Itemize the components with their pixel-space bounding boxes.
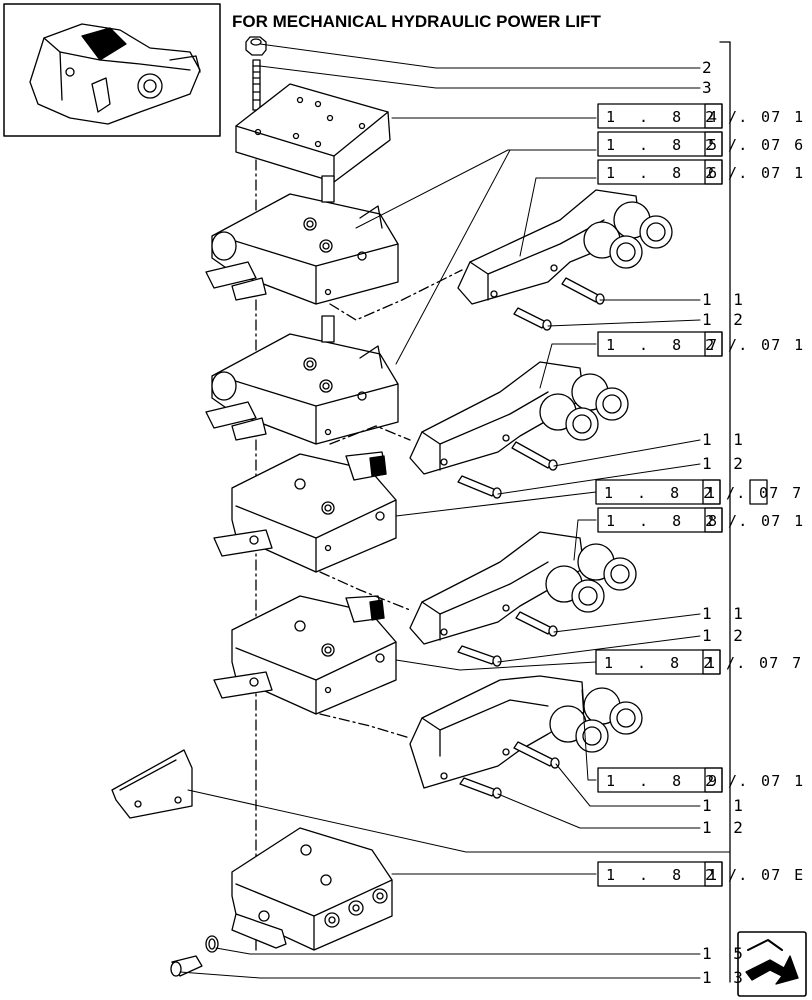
reference-suffix: / 0 1 A — [728, 108, 812, 126]
assembly-connectors — [319, 269, 463, 739]
reference-digit: 1 — [706, 654, 723, 672]
coupler-3-part — [409, 531, 637, 645]
reference-code: 1 . 8 2 . 7 — [606, 136, 788, 154]
control-valve-1-part — [205, 175, 399, 305]
reference-code: 1 . 8 2 . 7 — [606, 866, 788, 884]
coupler-1-part — [457, 189, 673, 305]
stud-part — [252, 59, 261, 111]
reference-suffix: / 0 1 C — [728, 336, 812, 354]
control-valve-2-part — [205, 315, 399, 445]
callout-label: 1 1 — [702, 604, 749, 623]
callout-label: 1 2 — [702, 454, 749, 473]
reference-code: 1 . 8 2 . 7 — [604, 654, 786, 672]
bracket-plate-part — [111, 749, 193, 819]
callout-label: 2 — [702, 58, 718, 77]
reference-digit: 9 — [708, 772, 725, 790]
reference-digit: 1 — [708, 866, 725, 884]
reference-digit: 8 — [708, 512, 725, 530]
callout-label: 1 1 — [702, 290, 749, 309]
callout-label: 1 2 — [702, 818, 749, 837]
reference-labels[interactable]: 1 . 8 2 . 7 4 / 0 1 A 1 . 8 2 . 7 5 / 0 … — [604, 108, 812, 884]
end-valve-part — [231, 827, 393, 951]
control-valve-4-part — [213, 595, 397, 715]
next-page-arrow-icon[interactable] — [737, 931, 807, 997]
reference-digit: 7 — [708, 336, 725, 354]
callout-label: 1 2 — [702, 626, 749, 645]
reference-code: 1 . 8 2 . 7 — [604, 484, 786, 502]
callout-labels: 2 3 1 1 1 2 1 1 1 2 1 1 1 2 1 1 1 2 1 5 … — [702, 58, 749, 987]
callout-label: 3 — [702, 78, 718, 97]
callout-label: 1 5 — [702, 944, 749, 963]
callout-label: 1 1 — [702, 796, 749, 815]
reference-suffix: / 0 7 B — [726, 484, 812, 502]
callout-label: 1 1 — [702, 430, 749, 449]
reference-boxes — [595, 103, 768, 887]
callout-label: 1 2 — [702, 310, 749, 329]
tractor-hitch-thumbnail-icon — [3, 3, 221, 137]
reference-suffix: / 0 1 C — [728, 772, 812, 790]
reference-suffix: / 0 E — [728, 866, 811, 884]
reference-column-border — [719, 41, 731, 983]
control-valve-3-part — [213, 451, 397, 573]
leader-lines — [179, 43, 731, 979]
coupler-2-part — [409, 361, 629, 475]
callout-label: 1 3 — [702, 968, 749, 987]
reference-code: 1 . 8 2 . 7 — [606, 336, 788, 354]
reference-digit: 5 — [708, 136, 725, 154]
o-ring-part — [205, 935, 219, 953]
reference-suffix: / 0 7 B — [726, 654, 812, 672]
reference-code: 1 . 8 2 . 7 — [606, 108, 788, 126]
reference-code: 1 . 8 2 . 7 — [606, 512, 788, 530]
reference-suffix: / 0 6 B — [728, 136, 812, 154]
reference-digit: 1 — [706, 484, 723, 502]
reference-digit: 6 — [708, 164, 725, 182]
reference-code: 1 . 8 2 . 7 — [606, 772, 788, 790]
cover-plate-part — [235, 83, 391, 183]
screws — [457, 277, 605, 799]
reference-suffix: / 0 1 C — [728, 512, 812, 530]
nut-part — [245, 36, 267, 56]
reference-suffix: / 0 1 C — [728, 164, 812, 182]
page-title: FOR MECHANICAL HYDRAULIC POWER LIFT — [232, 12, 601, 31]
reference-digit: 4 — [708, 108, 725, 126]
coupler-4-part — [409, 675, 643, 789]
plug-part — [170, 955, 203, 977]
reference-code: 1 . 8 2 . 7 — [606, 164, 788, 182]
